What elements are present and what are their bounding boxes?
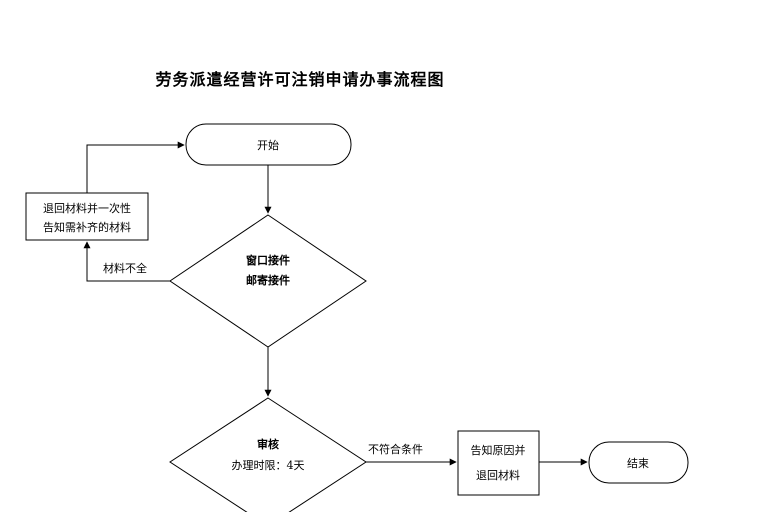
review-node: 审核 办理时限：4天	[169, 397, 367, 512]
start-node: 开始	[185, 123, 352, 166]
start-label: 开始	[257, 138, 279, 152]
edge-return-to-start	[86, 141, 185, 193]
edge-label-incomplete: 材料不全	[103, 261, 147, 275]
window-receive-node: 窗口接件 邮寄接件	[169, 214, 367, 348]
edge-window-to-return	[83, 241, 170, 282]
review-line2: 办理时限：4天	[232, 459, 305, 472]
edge-label-not-qualified: 不符合条件	[368, 442, 423, 456]
page-title: 劳务派遣经营许可注销申请办事流程图	[155, 70, 445, 89]
return-materials-line1: 退回材料并一次性	[43, 201, 131, 215]
notify-return-line2: 退回材料	[476, 468, 520, 482]
return-materials-line2: 告知需补齐的材料	[43, 220, 131, 234]
notify-return-line1: 告知原因并	[471, 443, 526, 457]
return-materials-node: 退回材料并一次性 告知需补齐的材料	[25, 192, 149, 241]
window-receive-line1: 窗口接件	[246, 253, 290, 267]
notify-return-node: 告知原因并 退回材料	[457, 430, 540, 496]
end-node: 结束	[588, 441, 689, 484]
window-receive-line2: 邮寄接件	[246, 273, 290, 287]
review-line1: 审核	[257, 437, 279, 451]
end-label: 结束	[627, 457, 649, 470]
